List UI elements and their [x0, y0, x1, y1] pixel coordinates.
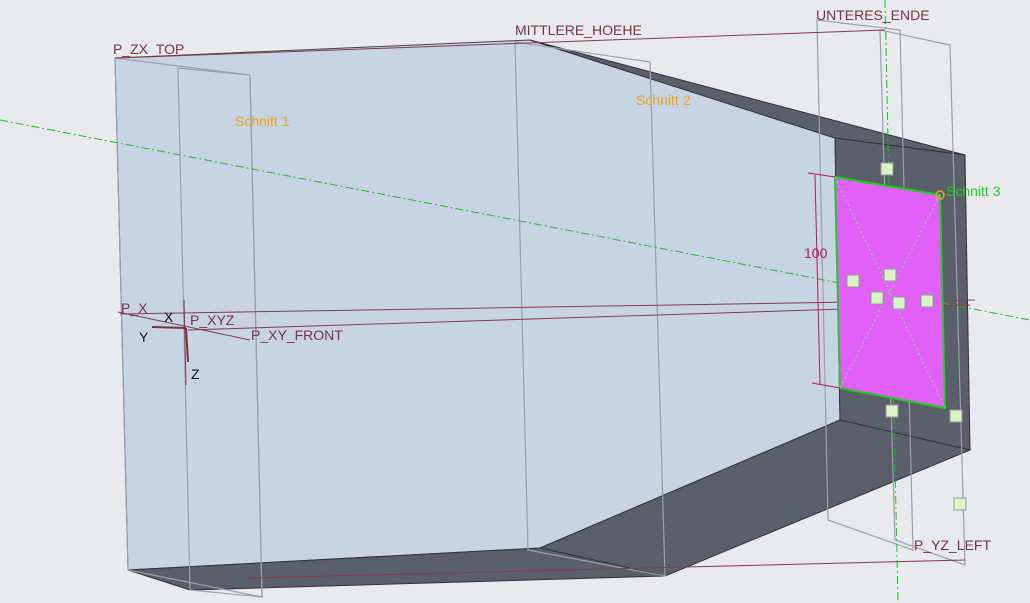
constraint-symmetric-icon	[949, 409, 963, 423]
section-3-diagonals	[834, 176, 946, 409]
csys-label-p-xyz[interactable]: P_XYZ	[190, 312, 235, 328]
plane-label-p-xy-front[interactable]: P_XY_FRONT	[251, 327, 343, 343]
constraint-horizontal-icon	[880, 162, 894, 176]
axis-line-vertical	[884, 0, 899, 603]
constraint-symmetric-icon	[953, 497, 967, 511]
constraint-horizontal-icon	[885, 404, 899, 418]
z-axis-label: Z	[191, 366, 200, 382]
dimension-100[interactable]	[807, 172, 841, 389]
section-label-3[interactable]: Schnitt 3	[946, 183, 1001, 199]
axis-label-p-x[interactable]: P_X	[121, 300, 148, 316]
section-label-1[interactable]: Schnitt 1	[235, 113, 290, 129]
constraint-symmetric-icon	[892, 296, 906, 310]
plane-schnitt-1	[177, 67, 263, 598]
plane-label-p-zx-top[interactable]: P_ZX_TOP	[113, 41, 185, 57]
z-axis-arrow	[185, 327, 189, 363]
constraint-vertical-icon	[920, 294, 934, 308]
plane-label-p-yz-left[interactable]: P_YZ_LEFT	[914, 537, 992, 553]
axis-line-horizontal	[0, 119, 1030, 321]
start-point-icon[interactable]	[935, 190, 945, 200]
y-axis-arrow	[151, 326, 187, 329]
y-axis-label: Y	[139, 329, 149, 345]
x-axis-label: X	[164, 309, 174, 325]
dimension-value[interactable]: 100	[804, 245, 828, 261]
plane-mittlere-hoehe	[514, 41, 666, 577]
constraint-markers[interactable]	[846, 162, 967, 511]
center-point-icon	[883, 268, 897, 282]
section-label-2[interactable]: Schnitt 2	[636, 92, 691, 108]
plane-label-mittlere-hoehe[interactable]: MITTLERE_HOEHE	[515, 22, 642, 38]
constraint-vertical-icon	[846, 274, 860, 288]
plane-label-unteres-ende[interactable]: UNTERES_ENDE	[816, 7, 930, 23]
plane-unteres-ende	[816, 19, 914, 551]
constraint-symmetric-icon	[870, 291, 884, 305]
